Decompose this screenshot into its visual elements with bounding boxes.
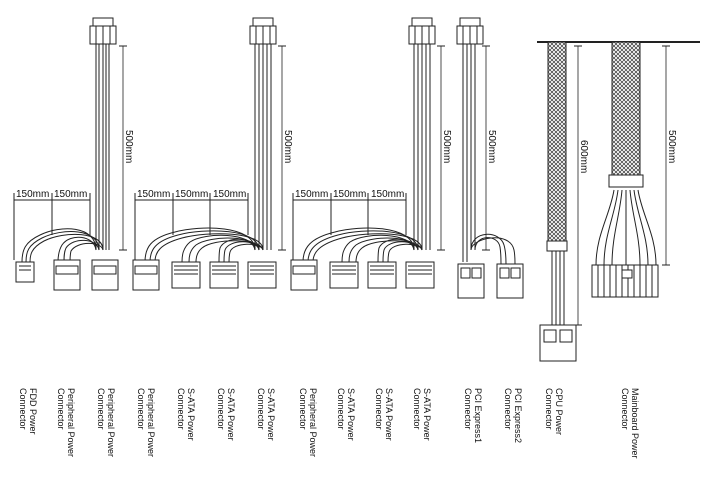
label-text: Connector (463, 388, 473, 430)
label-text: S-ATA Power (266, 388, 276, 441)
label-text: Connector (136, 388, 146, 430)
cable-group-1 (13, 17, 127, 291)
label-text: S-ATA Power (346, 388, 356, 441)
cable-group-pci (456, 17, 524, 299)
label-text: Mainboard Power (630, 388, 640, 459)
label-text: Connector (216, 388, 226, 430)
label-text: Connector (544, 388, 554, 430)
label-text: Connector (56, 388, 66, 430)
dim-500-g4: 500mm (486, 130, 497, 163)
label-text: Connector (298, 388, 308, 430)
label-text: Connector (412, 388, 422, 430)
dim-500-mainboard: 500mm (666, 130, 677, 163)
label-text: Connector (256, 388, 266, 430)
label-text: S-ATA Power (226, 388, 236, 441)
dim-500-g1: 500mm (123, 130, 134, 163)
dim-150-g2a: 150mm (137, 189, 170, 200)
label-text: Connector (18, 388, 28, 430)
dim-150-g3b: 150mm (333, 189, 366, 200)
cable-group-2 (132, 17, 286, 291)
dim-150-g2b: 150mm (175, 189, 208, 200)
dim-150-g2c: 150mm (213, 189, 246, 200)
label-text: PCI Express1 (473, 388, 483, 444)
label-text: Peripheral Power (146, 388, 156, 458)
label-text: S-ATA Power (422, 388, 432, 441)
cable-group-3 (290, 17, 445, 291)
dim-150-g3c: 150mm (371, 189, 404, 200)
label-text: Peripheral Power (106, 388, 116, 458)
label-text: S-ATA Power (384, 388, 394, 441)
label-text: PCI Express2 (513, 388, 523, 444)
label-text: Connector (620, 388, 630, 430)
label-text: Connector (503, 388, 513, 430)
label-text: Connector (176, 388, 186, 430)
dim-500-g3: 500mm (441, 130, 452, 163)
dim-150-g1a: 150mm (16, 189, 49, 200)
label-text: S-ATA Power (186, 388, 196, 441)
label-text: Connector (96, 388, 106, 430)
cable-group-cpu-mainboard (537, 41, 700, 362)
label-text: Connector (374, 388, 384, 430)
label-text: Peripheral Power (308, 388, 318, 458)
dim-500-g2: 500mm (282, 130, 293, 163)
label-text: CPU Power (554, 388, 564, 436)
label-text: Peripheral Power (66, 388, 76, 458)
dim-150-g3a: 150mm (295, 189, 328, 200)
label-text: Connector (336, 388, 346, 430)
dim-150-g1b: 150mm (54, 189, 87, 200)
label-text: FDD Power (28, 388, 38, 435)
dim-600-cpu: 600mm (578, 140, 589, 173)
